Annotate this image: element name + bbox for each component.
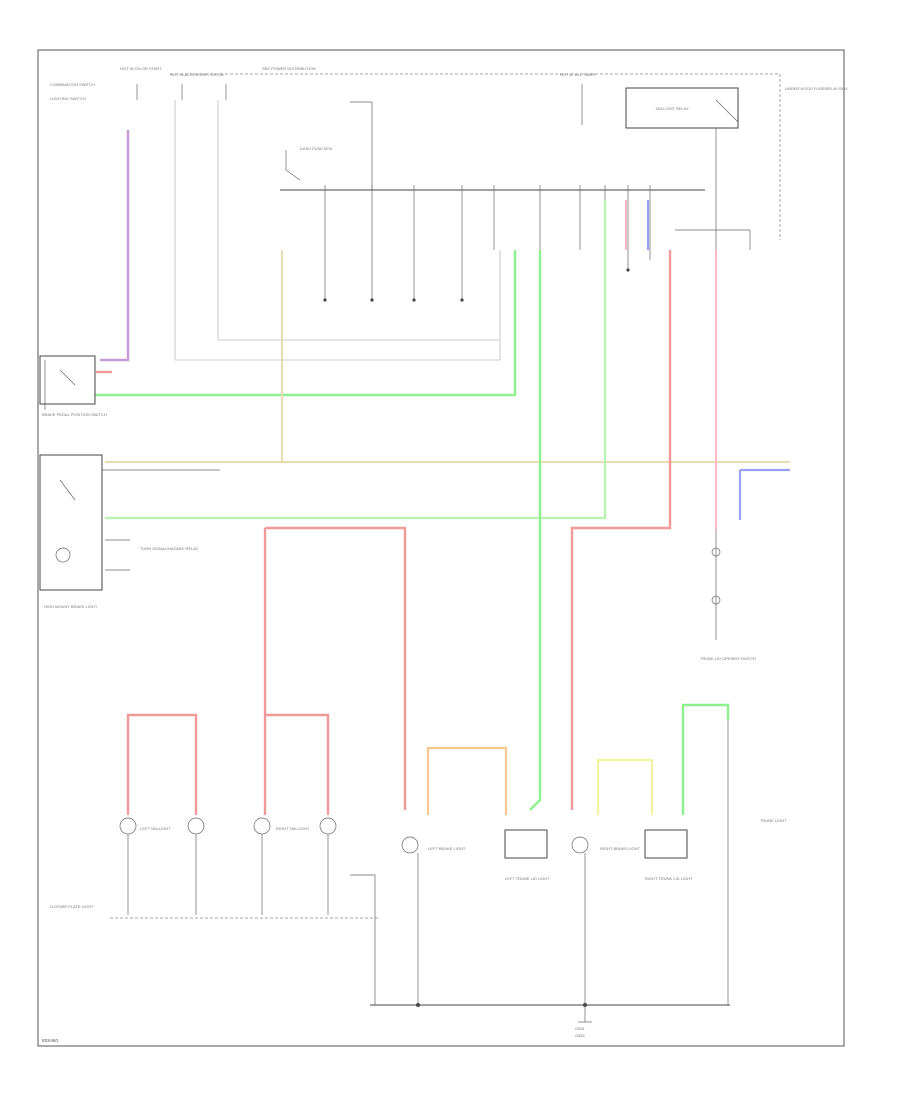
lamp-symbols	[119, 817, 688, 859]
label-turn-signal-relay: TURN SIGNAL/HAZARD RELAY	[140, 546, 199, 551]
label-see-power: SEE POWER DISTRIBUTION	[262, 66, 316, 71]
combination-switch-wiring	[39, 130, 517, 410]
label-ground-g552: G552	[575, 1033, 586, 1038]
label-right-taillight: RIGHT TAILLIGHT	[276, 826, 310, 831]
label-hot-in-acc: HOT IN ACCESSORY OR ON	[170, 72, 224, 77]
label-high-mount-brake: HIGH MOUNT BRAKE LIGHT	[44, 604, 98, 609]
label-taillight-relay: TAILLIGHT RELAY	[655, 106, 689, 111]
label-left-brake: LEFT BRAKE LIGHT	[428, 846, 466, 851]
label-right-trunk-lid: RIGHT TRUNK LID LIGHT	[645, 876, 693, 881]
fuse-drops	[323, 185, 651, 302]
label-hot-in-on: HOT IN ON OR START	[120, 66, 162, 71]
label-brake-pedal-switch: BRAKE PEDAL POSITION SWITCH	[42, 412, 107, 417]
diagram-frame	[37, 49, 845, 1047]
label-trunk-light: TRUNK LIGHT	[760, 818, 787, 823]
label-license-plate: LICENSE PLATE LIGHT	[50, 904, 94, 909]
label-hot-at-all-times: HOT AT ALL TIMES	[560, 72, 595, 77]
label-underhood-box: UNDER-HOOD FUSE/RELAY BOX	[785, 86, 848, 91]
label-dash-fuse-box: DASH FUSE BOX	[300, 146, 333, 151]
label-left-taillight: LEFT TAILLIGHT	[140, 826, 171, 831]
trunk-lid-light	[711, 530, 721, 640]
rear-lamps	[110, 703, 730, 1023]
label-combination-switch: COMBINATION SWITCH	[50, 82, 95, 87]
label-ground-g551: G551	[575, 1026, 586, 1031]
brake-pedal-switch	[39, 200, 790, 591]
label-right-brake: RIGHT BRAKE LIGHT	[600, 846, 640, 851]
label-lighting-switch: LIGHTING SWITCH	[50, 96, 86, 101]
taillight-relay	[625, 87, 739, 129]
footer-code: EE6460	[42, 1038, 59, 1043]
diagram-labels: HOT IN ON OR START HOT IN ACCESSORY OR O…	[42, 66, 848, 1043]
main-feeds	[263, 200, 790, 815]
fuse-box-area	[136, 74, 781, 361]
label-left-trunk-lid: LEFT TRUNK LID LIGHT	[505, 876, 550, 881]
label-trunk-opener: TRUNK LID OPENER SWITCH	[700, 656, 756, 661]
